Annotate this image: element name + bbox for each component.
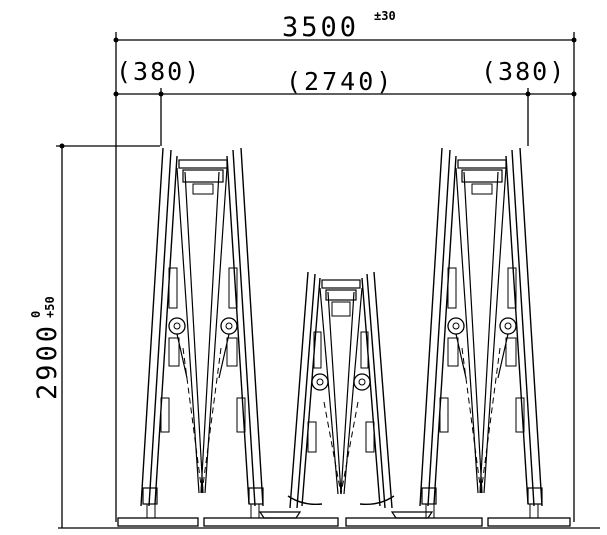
- base-plates: [58, 511, 600, 529]
- right-offset-label: (380): [481, 57, 566, 86]
- height-label: 2900: [32, 323, 63, 400]
- left-offset-label: (380): [116, 57, 201, 86]
- right-tall-frame: [419, 147, 543, 519]
- center-span-label: (2740): [286, 67, 394, 96]
- overall-width-dimension: 3500 ±30: [113, 9, 577, 522]
- height-tolerance-upper: +50: [43, 296, 57, 318]
- left-tall-frame: [140, 147, 264, 519]
- overall-width-label: 3500: [282, 12, 359, 43]
- center-short-frame: [287, 271, 395, 509]
- height-tolerance-lower: 0: [29, 311, 43, 318]
- overall-width-tolerance: ±30: [374, 9, 396, 23]
- sub-span-dimensions: (380) (2740) (380): [113, 57, 577, 146]
- height-dimension: 2900 0 +50: [29, 143, 160, 528]
